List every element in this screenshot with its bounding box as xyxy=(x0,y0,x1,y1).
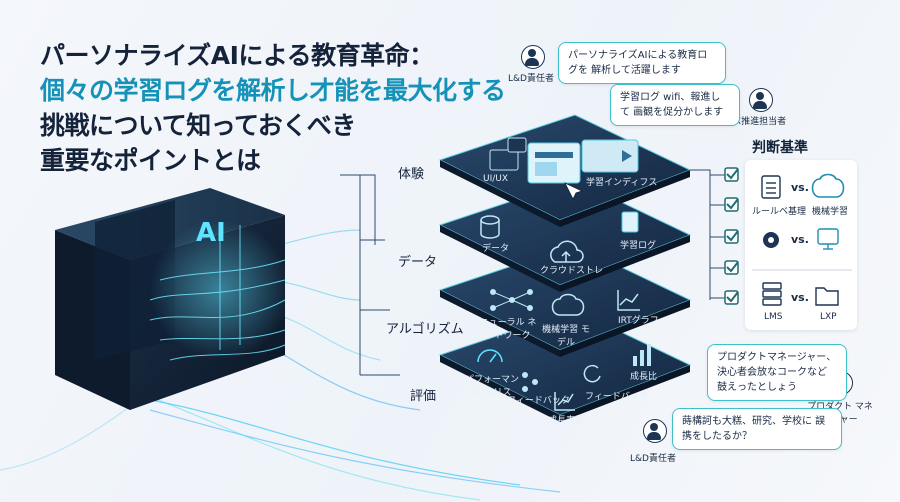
server-icon xyxy=(762,282,782,306)
ml-model-label: 機械学習 モデル xyxy=(542,325,590,348)
layer-label-algorithm: アルゴリズム xyxy=(386,322,464,337)
database-icon xyxy=(480,215,500,239)
network-nodes-icon xyxy=(522,372,538,392)
layer-data xyxy=(438,179,692,292)
checkboxes xyxy=(724,167,739,305)
speech-bubble-2: 学習ログ wifi、報進して 画観を促分かします xyxy=(610,84,740,126)
checklist-icon xyxy=(761,175,781,199)
cursor-icon xyxy=(564,182,584,200)
avatar-dx xyxy=(749,88,773,112)
avatar-ld-1 xyxy=(521,45,545,69)
growth-bars-icon xyxy=(633,344,651,366)
feedback-cycle-icon xyxy=(583,364,601,383)
ai-cube xyxy=(55,188,290,410)
title-line-2: 個々の学習ログを解析し才能を最大化する xyxy=(40,76,506,105)
monitor-icon xyxy=(817,228,839,250)
growth-material-label: 成長表料 xyxy=(548,416,585,426)
title-line-1: パーソナライズAIによる教育革命： xyxy=(40,41,434,70)
performance-label: パフォーマンス メリス xyxy=(464,375,519,398)
speech-bubble-4: 蒔構訶も大糕、研究、学校に 誤携をしたるか？ xyxy=(672,408,842,450)
role-ld-2: L&D責任者 xyxy=(630,454,676,464)
ui-monitor-icon xyxy=(489,137,527,171)
speech-bubble-3: プロダクトマネージャー、 決心者会放なコークなど 鼓えったとしょう xyxy=(707,344,847,401)
brain-icon xyxy=(551,293,585,316)
brain-machine-learning-icon xyxy=(811,173,845,198)
speech-bubble-1: パーソナライズAIによる教育ログを 解析して活躍します xyxy=(558,42,726,84)
document-icon xyxy=(621,211,639,233)
criteria-row1-right: 機械学習 xyxy=(812,207,849,217)
learning-interface-label: 学習インディフス xyxy=(586,178,658,188)
check-marks xyxy=(726,168,739,303)
ui-ux-label: UI/UX xyxy=(483,174,509,184)
cloud-storage-label: クラウドストレ xyxy=(540,266,604,276)
gauge-icon xyxy=(477,349,503,363)
growth-ratio-label: 成長比 xyxy=(630,372,658,382)
feedback-label-1: フィードバック xyxy=(507,396,570,406)
growth-chart-icon xyxy=(554,392,575,411)
criteria-row3-vs: vs. xyxy=(791,291,809,304)
page-title: パーソナライズAIによる教育革命： 個々の学習ログを解析し才能を最大化する 挑戦… xyxy=(40,38,506,178)
role-dx: DX推進担当者 xyxy=(728,117,787,127)
layer-label-evaluation: 評価 xyxy=(410,389,437,404)
criteria-row2-vs: vs. xyxy=(791,233,809,246)
ui-window-icon xyxy=(527,142,581,184)
criteria-row1-vs: vs. xyxy=(791,181,809,194)
layer-label-experience: 体験 xyxy=(398,167,425,182)
irt-graph-icon xyxy=(617,290,640,311)
avatar-ld-2 xyxy=(643,419,667,443)
cloud-upload-icon xyxy=(550,240,584,263)
folder-icon xyxy=(815,287,839,306)
layer-algorithm xyxy=(438,244,692,357)
title-line-4: 重要なポイントとは xyxy=(40,146,261,175)
layer-evaluation xyxy=(438,309,692,422)
criteria-title: 判断基準 xyxy=(752,140,808,156)
role-ld-1: L&D責任者 xyxy=(508,74,554,84)
gear-icon xyxy=(763,232,779,248)
learning-log-label: 学習ログ xyxy=(620,241,657,251)
layer-connectors xyxy=(340,174,400,376)
criteria-row3-right: LXP xyxy=(820,312,837,322)
criteria-row3-left: LMS xyxy=(764,312,783,322)
neural-network-icon xyxy=(490,289,533,311)
video-panel-icon xyxy=(581,139,639,173)
title-line-3: 挑戦について知っておくべき xyxy=(40,111,356,140)
data-label: データ xyxy=(482,244,510,254)
irt-graph-label: IRTグラフ xyxy=(618,316,659,326)
feedback-label-2: フィードバック xyxy=(585,392,648,402)
layer-label-data: データ xyxy=(398,255,438,270)
criteria-row1-left: ルールベ基理 xyxy=(752,207,807,217)
neural-network-label: ニューラル ネットワーク xyxy=(479,318,537,341)
ai-cube-label: AI xyxy=(196,218,226,248)
